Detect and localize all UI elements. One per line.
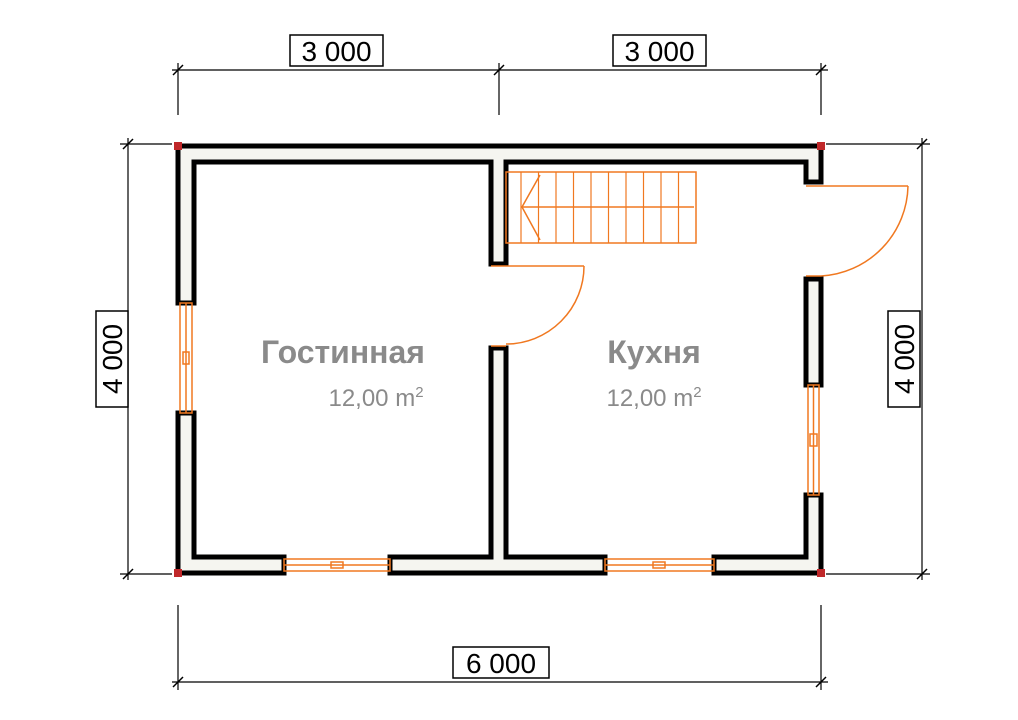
dimension-labels: 3 000 3 000 6 000 4 000 4 000	[95, 34, 921, 679]
corner-post-top-right	[817, 142, 825, 150]
room-labels: Гостинная 12,00 m2 Кухня 12,00 m2	[261, 334, 702, 412]
dimension-right-height: 4 000	[889, 324, 920, 394]
interior-door	[491, 265, 585, 347]
right-middle-wall	[803, 276, 824, 388]
right-height-label-group: 4 000	[887, 310, 921, 408]
left-tick-bottom	[122, 568, 134, 580]
dimension-top-right: 3 000	[624, 36, 694, 67]
top-wall	[175, 143, 824, 306]
left-height-label-group: 4 000	[95, 310, 129, 408]
room-area-living: 12,00 m2	[328, 384, 423, 412]
window-bottom-left	[283, 558, 391, 572]
room-name-kitchen: Кухня	[607, 334, 701, 370]
right-tick-bottom	[916, 568, 928, 580]
label-box-top-right	[612, 34, 707, 67]
bottom-middle-wall	[387, 345, 608, 576]
right-lower-wall	[711, 492, 824, 576]
label-box-top-left	[289, 34, 384, 67]
corner-posts	[174, 142, 825, 577]
bottom-tick-left	[172, 676, 184, 688]
label-box-bottom	[452, 646, 550, 679]
bottom-tick-right	[815, 676, 827, 688]
entrance-door	[806, 185, 909, 277]
room-name-living: Гостинная	[261, 334, 425, 370]
window-right	[807, 384, 820, 496]
stair-direction-arrow	[521, 174, 541, 241]
top-tick-right	[815, 64, 827, 76]
left-lower-wall	[175, 410, 287, 576]
dimension-top-left: 3 000	[301, 36, 371, 67]
label-box-right	[887, 310, 921, 408]
room-area-kitchen: 12,00 m2	[606, 384, 701, 412]
left-tick-top	[122, 138, 134, 150]
window-bottom-right	[604, 558, 715, 572]
dimension-left-height: 4 000	[97, 324, 128, 394]
corner-post-top-left	[174, 142, 182, 150]
dimension-bottom-total: 6 000	[466, 648, 536, 679]
window-left	[179, 302, 193, 414]
staircase	[505, 171, 697, 244]
windows	[179, 302, 820, 572]
right-tick-top	[916, 138, 928, 150]
doors	[491, 185, 909, 347]
label-box-left	[95, 310, 129, 408]
walls	[175, 143, 824, 576]
top-tick-middle	[493, 64, 505, 76]
top-tick-left	[172, 64, 184, 76]
corner-post-bottom-left	[174, 569, 182, 577]
corner-post-bottom-right	[817, 569, 825, 577]
